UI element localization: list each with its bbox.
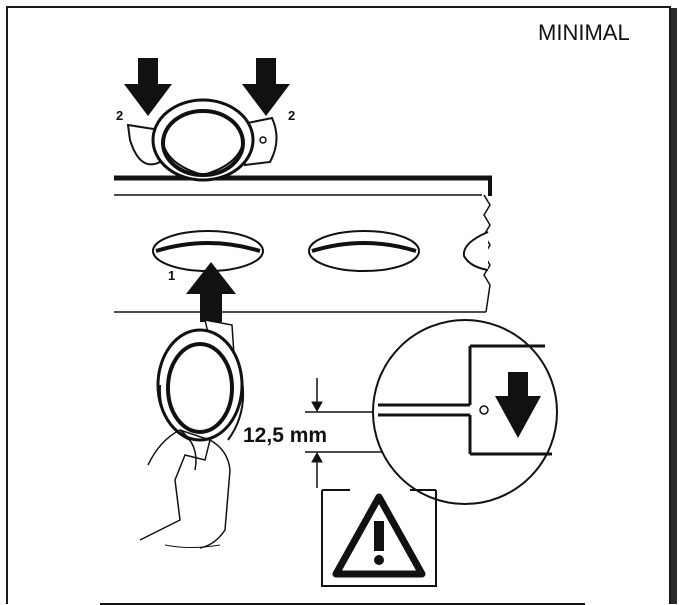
press-down-arrows (124, 58, 290, 116)
arrow-up-icon (186, 262, 236, 322)
rail-hole-1 (152, 230, 264, 272)
rail-hole-2 (308, 230, 420, 272)
callout-number-hole: 1 (168, 268, 176, 283)
callout-number-left: 2 (116, 108, 124, 123)
detail-magnifier (372, 319, 558, 505)
page-top-edge (8, 2, 677, 6)
gap-measurement: 12,5 mm (243, 424, 328, 447)
rail-hole-3 (462, 231, 489, 271)
mode-label: MINIMAL (538, 20, 630, 45)
clip-ring-top (126, 98, 278, 182)
insert-arrow (186, 262, 236, 322)
diagram-frame (6, 6, 671, 604)
warning-box (321, 489, 437, 587)
arrow-down-icon (242, 58, 290, 116)
arrow-down-icon (124, 58, 172, 116)
clip-ring-hand (139, 319, 245, 549)
warning-triangle-icon (332, 493, 426, 578)
arrow-down-icon (495, 372, 541, 438)
hand-outline (139, 429, 211, 541)
callout-number-right: 2 (288, 108, 296, 123)
frame-shadow (671, 8, 677, 604)
mounting-rail (114, 175, 492, 313)
rail-holes (152, 230, 489, 272)
